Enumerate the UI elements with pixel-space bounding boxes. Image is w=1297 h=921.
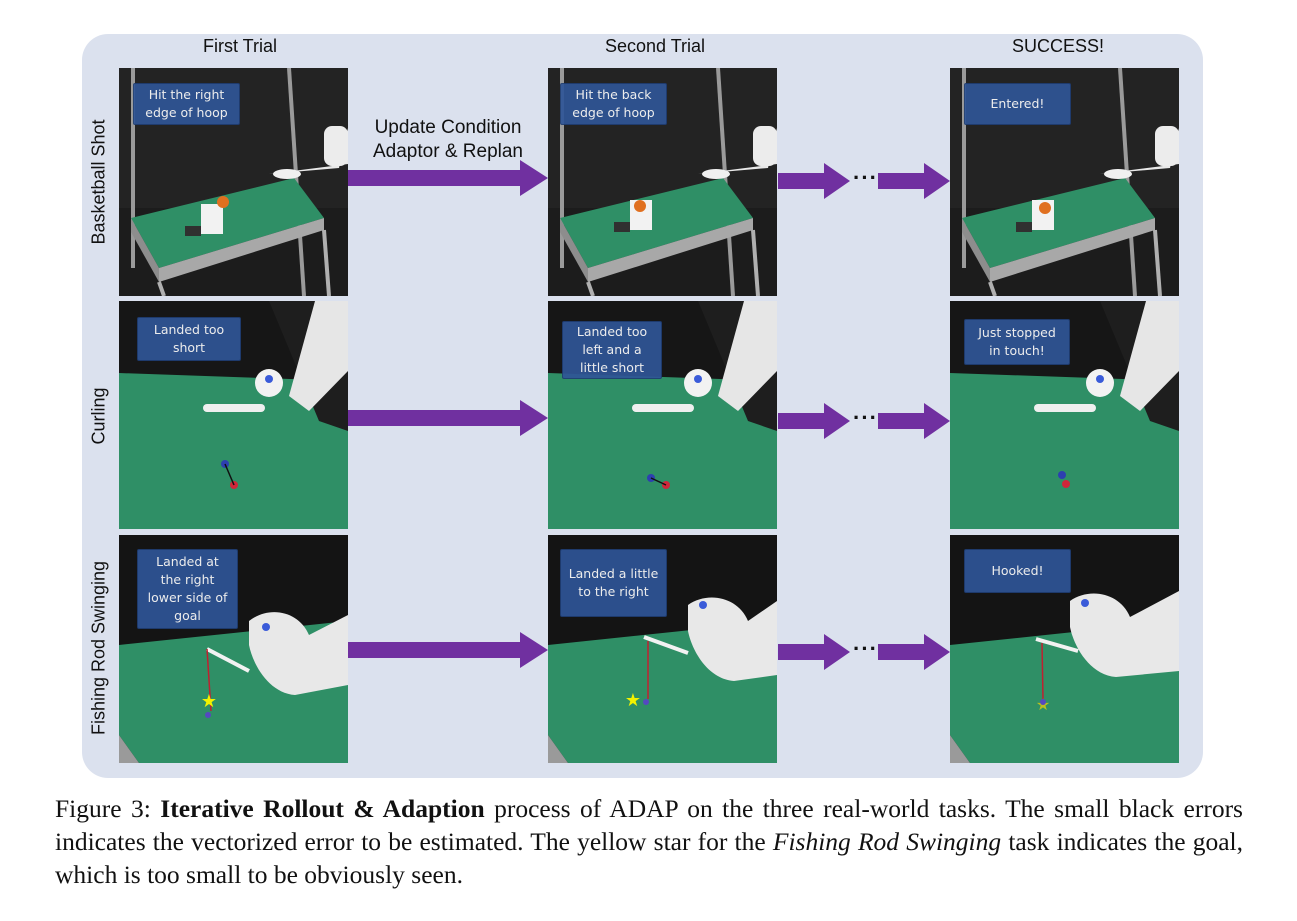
long-arrow-row1 xyxy=(348,160,548,196)
column-header-first-trial: First Trial xyxy=(203,36,277,56)
ellipsis-row1: ··· xyxy=(853,165,878,190)
photo-curling-second: Landed too left and a little short xyxy=(548,301,777,529)
short-arrow-row2-a xyxy=(778,403,850,439)
callout-fishing-second: Landed a little to the right xyxy=(560,549,667,617)
long-arrow-row3 xyxy=(348,632,548,668)
photo-basketball-second: Hit the back edge of hoop xyxy=(548,68,777,296)
photo-basketball-first: Hit the right edge of hoop xyxy=(119,68,348,296)
caption-italic-task: Fishing Rod Swinging xyxy=(772,827,1002,856)
photo-curling-success: Just stopped in touch! xyxy=(950,301,1179,529)
photo-curling-first: Landed too short xyxy=(119,301,348,529)
callout-basketball-second: Hit the back edge of hoop xyxy=(560,83,667,125)
callout-fishing-success: Hooked! xyxy=(964,549,1071,593)
long-arrow-row2 xyxy=(348,400,548,436)
figure-caption: Figure 3: Iterative Rollout & Adaption p… xyxy=(55,792,1243,891)
callout-basketball-success: Entered! xyxy=(964,83,1071,125)
row-header-fishing: Fishing Rod Swinging xyxy=(88,560,109,736)
column-header-second-trial: Second Trial xyxy=(605,36,706,56)
photo-fishing-success: ★ Hooked! xyxy=(950,535,1179,763)
row-header-curling: Curling xyxy=(88,387,109,445)
svg-text:★: ★ xyxy=(625,690,641,711)
callout-curling-second: Landed too left and a little short xyxy=(562,321,662,379)
short-arrow-row3-b xyxy=(878,634,950,670)
svg-text:★: ★ xyxy=(201,691,217,712)
caption-bold-title: Iterative Rollout & Adaption xyxy=(160,794,485,823)
callout-basketball-first: Hit the right edge of hoop xyxy=(133,83,240,125)
short-arrow-row1-b xyxy=(878,163,950,199)
ellipsis-row2: ··· xyxy=(853,405,878,430)
update-condition-label: Update Condition Adaptor & Replan xyxy=(373,117,523,162)
caption-prefix: Figure 3: xyxy=(55,794,161,823)
callout-curling-first: Landed too short xyxy=(137,317,241,361)
photo-fishing-first: ★ Landed at the right lower side of goal xyxy=(119,535,348,763)
caption-text-1: process of ADAP on the three real-world … xyxy=(55,794,1243,856)
row-header-basketball: Basketball Shot xyxy=(88,119,109,245)
column-header-success: SUCCESS! xyxy=(1012,36,1105,56)
photo-fishing-second: ★ Landed a little to the right xyxy=(548,535,777,763)
short-arrow-row2-b xyxy=(878,403,950,439)
callout-fishing-first: Landed at the right lower side of goal xyxy=(137,549,238,629)
caption-text-2: task indicates the goal, which is too sm… xyxy=(55,827,1243,889)
photo-basketball-success: Entered! xyxy=(950,68,1179,296)
short-arrow-row1-a xyxy=(778,163,850,199)
ellipsis-row3: ··· xyxy=(853,636,878,661)
short-arrow-row3-a xyxy=(778,634,850,670)
callout-curling-success: Just stopped in touch! xyxy=(964,319,1070,365)
